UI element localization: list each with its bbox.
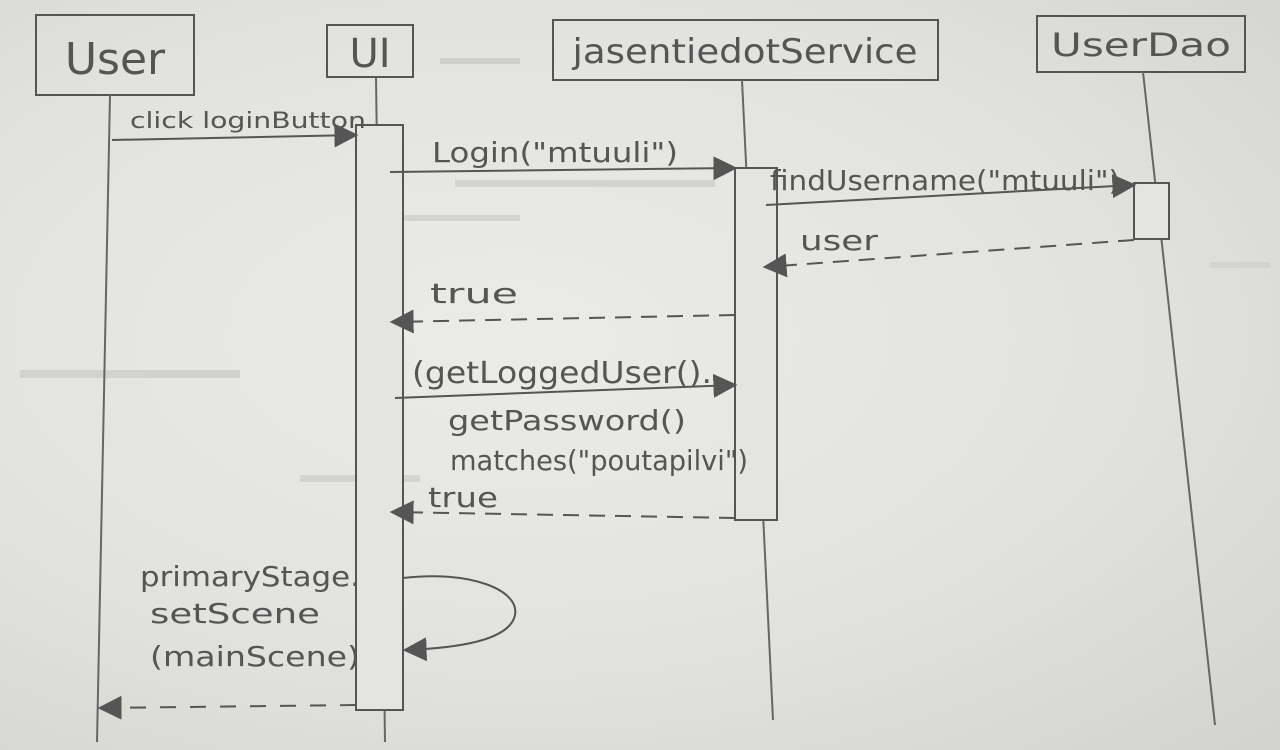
participant-ui: UI bbox=[326, 24, 414, 78]
message-label: click loginButton bbox=[130, 109, 366, 134]
message-label: findUsername("mtuuli") bbox=[770, 164, 1120, 197]
participant-box bbox=[35, 14, 195, 96]
message-true-return-1: true bbox=[389, 277, 736, 334]
participant-user: User bbox=[35, 14, 195, 96]
message-label: getPassword() bbox=[448, 404, 686, 437]
activation-bar-ui bbox=[355, 124, 404, 711]
message-true-return-2: true bbox=[389, 481, 736, 525]
message-arrow bbox=[389, 309, 736, 334]
participant-box bbox=[1036, 15, 1246, 73]
message-user-return: user bbox=[762, 224, 1135, 278]
message-arrow bbox=[762, 239, 1135, 278]
message-label: true bbox=[428, 481, 498, 514]
participant-box bbox=[326, 24, 414, 78]
message-primarystage-setscene: primaryStage. setScene (mainScene) bbox=[140, 560, 517, 673]
message-findusername: findUsername("mtuuli") bbox=[765, 164, 1137, 206]
participant-label: jasentiedotService bbox=[571, 32, 917, 72]
message-label: Login("mtuuli") bbox=[432, 136, 678, 169]
message-getloggeduser: (getLoggedUser(). bbox=[394, 356, 738, 399]
participant-jasentiedotservice: jasentiedotService bbox=[552, 19, 939, 81]
message-arrow bbox=[97, 695, 357, 720]
message-arrow bbox=[765, 174, 1137, 206]
participant-userdao: UserDao bbox=[1036, 15, 1246, 73]
participant-label: UI bbox=[349, 31, 390, 77]
activation-bar-userdao bbox=[1133, 182, 1170, 240]
message-label: primaryStage. bbox=[140, 560, 360, 593]
message-arrow bbox=[389, 156, 738, 181]
participant-label: User bbox=[65, 34, 166, 85]
message-label: (getLoggedUser(). bbox=[412, 356, 712, 391]
message-final-return bbox=[97, 695, 357, 720]
participant-label: UserDao bbox=[1051, 26, 1231, 64]
message-label: true bbox=[430, 277, 518, 310]
activation-bars bbox=[355, 124, 1170, 711]
message-matches: matches("poutapilvi") bbox=[450, 444, 748, 477]
message-arrow bbox=[389, 500, 736, 525]
message-arrow bbox=[394, 373, 738, 399]
message-label: setScene bbox=[150, 597, 320, 630]
self-call-arrow bbox=[402, 575, 517, 662]
message-label: (mainScene) bbox=[150, 640, 360, 673]
message-click-loginbutton: click loginButton bbox=[111, 109, 366, 148]
activation-bar-service bbox=[734, 167, 778, 521]
lifeline-user bbox=[96, 94, 111, 743]
message-label: matches("poutapilvi") bbox=[450, 444, 748, 477]
participant-box bbox=[552, 19, 939, 81]
lifeline-userdao bbox=[1142, 71, 1216, 726]
message-getpassword: getPassword() bbox=[448, 404, 686, 437]
message-arrow bbox=[111, 123, 359, 148]
message-label: user bbox=[800, 224, 879, 257]
message-login: Login("mtuuli") bbox=[389, 136, 738, 181]
